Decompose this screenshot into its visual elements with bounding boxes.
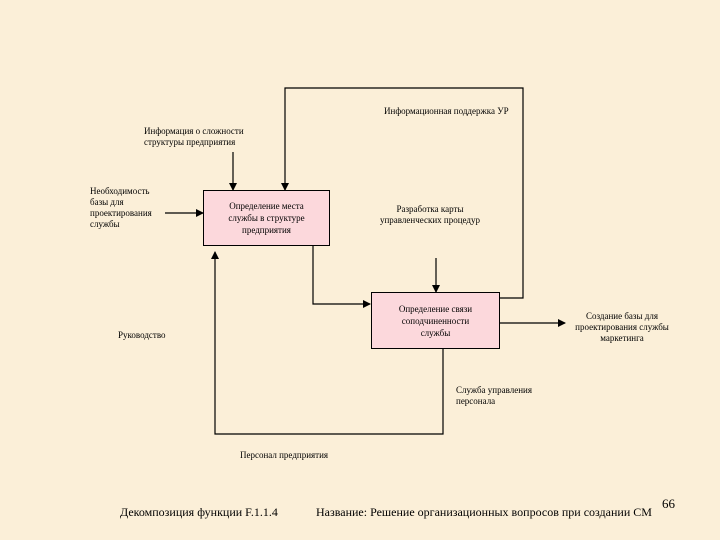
label-info-support: Информационная поддержка УР (384, 106, 509, 116)
footer-decomposition: Декомпозиция функции F.1.1.4 (120, 505, 278, 519)
function-box-place: Определение места службы в структуре пре… (203, 190, 330, 246)
arrow-staff-mechanism (211, 251, 444, 435)
arrow-box1-to-box2 (312, 246, 371, 308)
footer-title: Название: Решение организационных вопрос… (316, 505, 652, 519)
label-hr-service: Служба управления персонала (456, 385, 532, 406)
function-box-subordination: Определение связи соподчиненности службы (371, 292, 500, 349)
function-box-subordination-text: Определение связи соподчиненности службы (398, 303, 473, 338)
page-number: 66 (662, 496, 675, 511)
function-box-place-text: Определение места службы в структуре пре… (228, 201, 305, 235)
arrow-info-support-loop (281, 87, 524, 299)
label-info-structure: Информация о сложности структуры предпри… (144, 126, 244, 147)
label-dev-map: Разработка карты управленческих процедур (379, 204, 480, 225)
label-staff: Персонал предприятия (240, 450, 329, 460)
label-need-base: Необходимость базы для проектирования сл… (90, 186, 152, 229)
label-output: Создание базы для проектирования службы … (575, 311, 669, 343)
label-management: Руководство (118, 330, 166, 340)
